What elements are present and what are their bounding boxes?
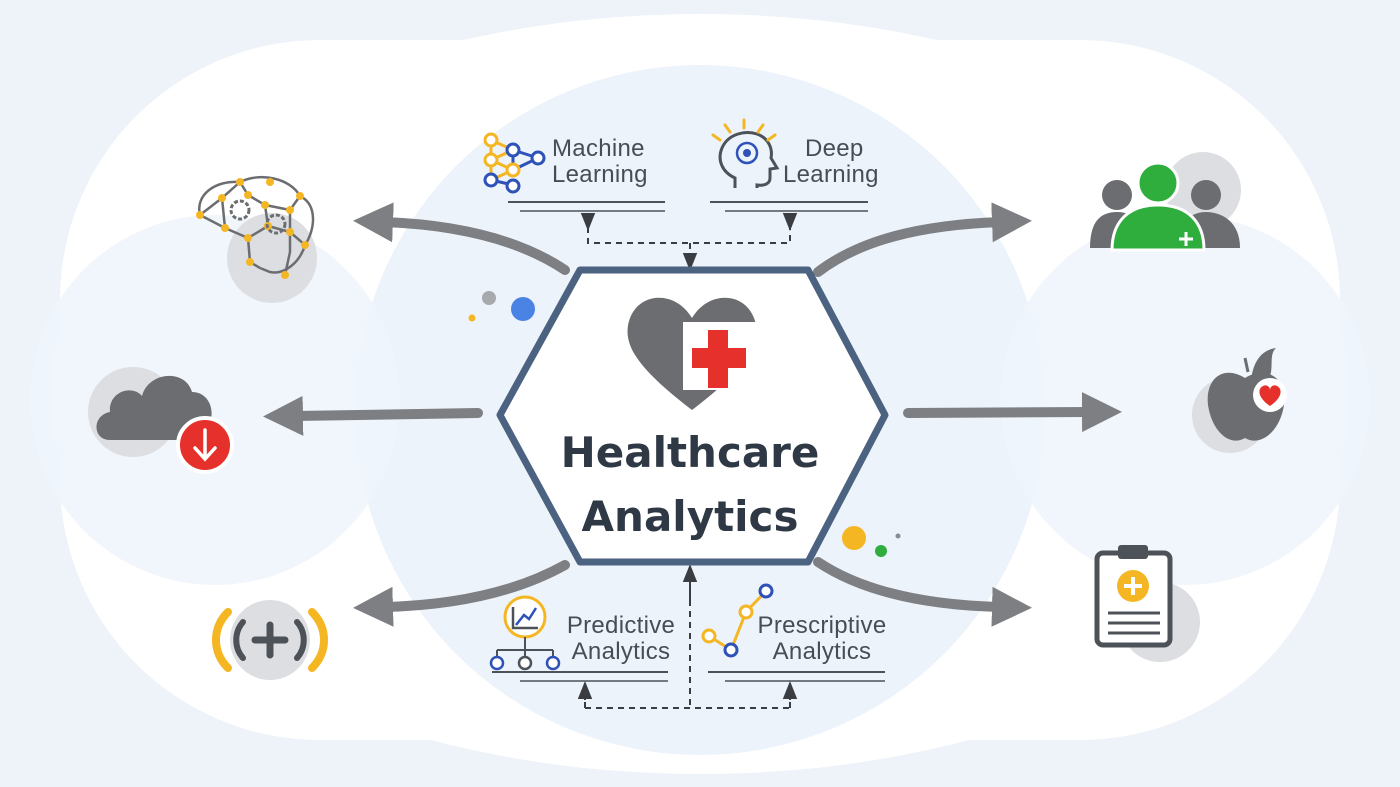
pa-line2: Analytics xyxy=(571,638,671,665)
arrow-to-clipboard xyxy=(813,557,1032,627)
ra-line2: Analytics xyxy=(772,638,872,665)
heart-medical-cross-icon xyxy=(627,297,757,410)
hub-hexagon xyxy=(496,266,889,566)
dl-line1: Deep xyxy=(805,135,864,162)
pa-line1: Predictive xyxy=(566,612,676,639)
patient-group-icon xyxy=(1090,152,1241,252)
hub-title-line2: Analytics xyxy=(581,492,799,541)
dl-line2: Learning xyxy=(783,161,879,188)
connector-arrows xyxy=(263,202,1122,627)
ra-line1: Prescriptive xyxy=(757,612,887,639)
prescriptive-analytics-label: Prescriptive Analytics xyxy=(755,613,889,665)
healthcare-analytics-hub xyxy=(496,266,889,566)
head-idea-icon xyxy=(711,118,780,188)
trend-chart-icon xyxy=(489,595,561,671)
arrow-to-cloud xyxy=(263,395,483,436)
brain-gears-icon xyxy=(196,175,317,303)
deep-learning-label: Deep Learning xyxy=(783,136,879,188)
arrow-to-patients xyxy=(813,202,1032,277)
arrow-to-brain xyxy=(353,202,570,275)
ml-line2: Learning xyxy=(552,161,648,188)
predictive-analytics-label: Predictive Analytics xyxy=(565,613,677,665)
arrow-to-signal xyxy=(353,560,570,627)
neural-network-icon xyxy=(483,132,546,194)
medical-signal-icon xyxy=(212,600,328,680)
apple-heart-icon xyxy=(1192,348,1287,453)
line-graph-nodes-icon xyxy=(701,583,774,658)
ml-line1: Machine xyxy=(552,135,645,162)
medical-clipboard-icon xyxy=(1094,545,1200,662)
arrow-to-apple xyxy=(903,392,1122,433)
decorative-dots xyxy=(468,291,901,557)
technique-connectors xyxy=(577,213,798,709)
cloud-download-icon xyxy=(88,367,234,474)
hub-title-line1: Healthcare xyxy=(560,428,820,477)
technique-underlines xyxy=(492,201,885,682)
machine-learning-label: Machine Learning xyxy=(552,136,648,188)
